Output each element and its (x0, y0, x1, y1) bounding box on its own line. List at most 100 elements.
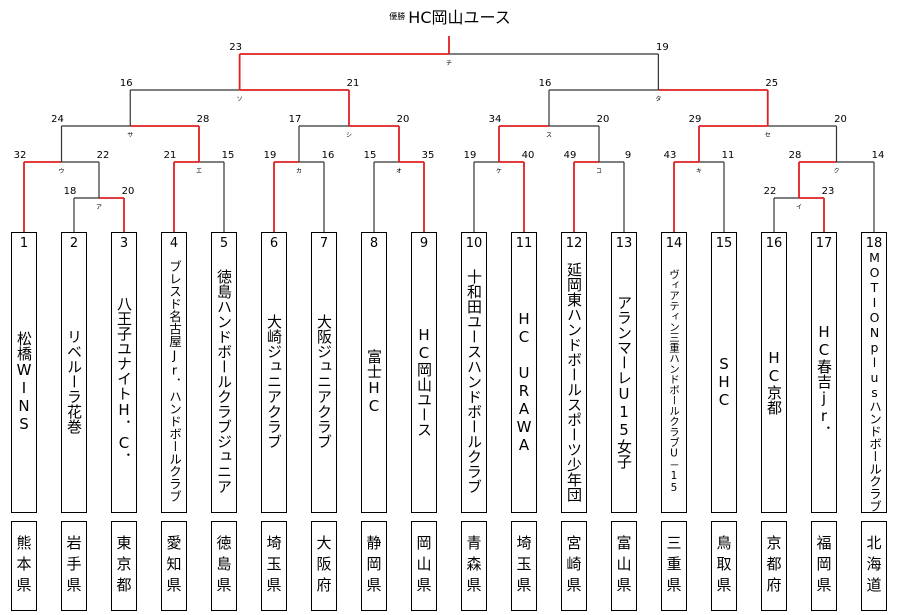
prefecture-name: 宮崎県 (564, 534, 583, 598)
score-label: 11 (722, 150, 735, 161)
prefecture-box: 宮崎県 (561, 521, 587, 611)
score-label: 21 (347, 78, 360, 89)
team-number: 5 (219, 236, 229, 251)
team-name: 大崎ジュニアクラブ (265, 314, 283, 449)
match-label: オ (396, 168, 402, 175)
team-name: MOTIONplusハンドボールクラブ (867, 250, 882, 513)
team-number: 9 (419, 236, 429, 251)
score-label: 28 (197, 114, 210, 125)
prefecture-box: 富山県 (611, 521, 637, 611)
prefecture-name: 東京都 (114, 534, 133, 598)
score-label: 15 (222, 150, 235, 161)
team-number: 10 (465, 236, 483, 251)
team-number: 17 (815, 236, 833, 251)
team-name-wrap: HC京都 (762, 255, 786, 508)
match-label: サ (127, 132, 133, 139)
team-number: 12 (565, 236, 583, 251)
team-name-wrap: ヴィアティン三重ハンドボールクラブU－15 (662, 255, 686, 508)
match-label: シ (346, 132, 352, 139)
score-label: 32 (14, 150, 27, 161)
match-label: ク (833, 168, 839, 175)
prefecture-box: 福岡県 (811, 521, 837, 611)
prefecture-box: 鳥取県 (711, 521, 737, 611)
match-label: ア (96, 204, 102, 211)
prefecture-name: 埼玉県 (264, 534, 283, 598)
match-label: ソ (237, 96, 243, 103)
team-number: 14 (665, 236, 683, 251)
match-label: セ (765, 132, 771, 139)
prefecture-name: 富山県 (614, 534, 633, 598)
team-number: 2 (69, 236, 79, 251)
team-number: 3 (119, 236, 129, 251)
prefecture-box: 岡山県 (411, 521, 437, 611)
score-label: 20 (122, 186, 135, 197)
team-name: ブレスド名古屋Jr．ハンドボールクラブ (167, 260, 182, 503)
team-name: 大阪ジュニアクラブ (315, 314, 333, 449)
team-box: 1 松橋WINS (11, 232, 37, 513)
score-label: 22 (764, 186, 777, 197)
team-name-wrap: ブレスド名古屋Jr．ハンドボールクラブ (162, 255, 186, 508)
score-label: 25 (765, 78, 778, 89)
score-label: 43 (664, 150, 677, 161)
team-box: 2 リベルーラ花巻 (61, 232, 87, 513)
team-name-wrap: 松橋WINS (12, 255, 36, 508)
prefecture-box: 愛知県 (161, 521, 187, 611)
team-number: 18 (865, 236, 883, 251)
prefecture-name: 三重県 (664, 534, 683, 598)
score-label: 14 (872, 150, 885, 161)
score-label: 21 (164, 150, 177, 161)
prefecture-box: 埼玉県 (261, 521, 287, 611)
team-name-wrap: HC岡山ユース (412, 255, 436, 508)
prefecture-name: 埼玉県 (514, 534, 533, 598)
team-name: SHC (715, 354, 733, 409)
prefecture-box: 熊本県 (11, 521, 37, 611)
score-label: 16 (539, 78, 552, 89)
team-name-wrap: リベルーラ花巻 (62, 255, 86, 508)
team-name: HC春吉jr． (815, 323, 833, 440)
score-label: 17 (289, 114, 302, 125)
team-name: 富士HC (365, 348, 383, 415)
team-number: 15 (715, 236, 733, 251)
match-label: キ (696, 168, 702, 175)
prefecture-name: 北海道 (864, 534, 883, 598)
score-label: 20 (397, 114, 410, 125)
prefecture-box: 大阪府 (311, 521, 337, 611)
team-name-wrap: HC春吉jr． (812, 255, 836, 508)
score-label: 20 (834, 114, 847, 125)
team-number: 1 (19, 236, 29, 251)
team-name-wrap: 延岡東ハンドボールスポーツ少年団 (562, 255, 586, 508)
prefecture-name: 岡山県 (414, 534, 433, 598)
team-name: ヴィアティン三重ハンドボールクラブU－15 (668, 269, 680, 494)
team-name-wrap: MOTIONplusハンドボールクラブ (862, 250, 886, 513)
score-label: 35 (422, 150, 435, 161)
match-label: ウ (58, 167, 64, 175)
prefecture-box: 岩手県 (61, 521, 87, 611)
team-number: 16 (765, 236, 783, 251)
score-label: 9 (625, 150, 631, 161)
team-box: 14 ヴィアティン三重ハンドボールクラブU－15 (661, 232, 687, 513)
team-name-wrap: 大阪ジュニアクラブ (312, 255, 336, 508)
champion-label: 優勝 (389, 11, 406, 21)
team-name: アランマーレU15女子 (615, 294, 633, 469)
match-label: チ (446, 60, 452, 67)
match-label: イ (796, 204, 802, 211)
score-label: 19 (464, 150, 477, 161)
prefecture-name: 京都府 (764, 534, 783, 598)
team-number: 8 (369, 236, 379, 251)
match-label: ケ (496, 168, 502, 175)
team-number: 4 (169, 236, 179, 251)
score-label: 40 (522, 150, 535, 161)
team-name-wrap: 大崎ジュニアクラブ (262, 255, 286, 508)
prefecture-name: 大阪府 (314, 534, 333, 598)
score-label: 23 (229, 42, 242, 53)
team-box: 4 ブレスド名古屋Jr．ハンドボールクラブ (161, 232, 187, 513)
